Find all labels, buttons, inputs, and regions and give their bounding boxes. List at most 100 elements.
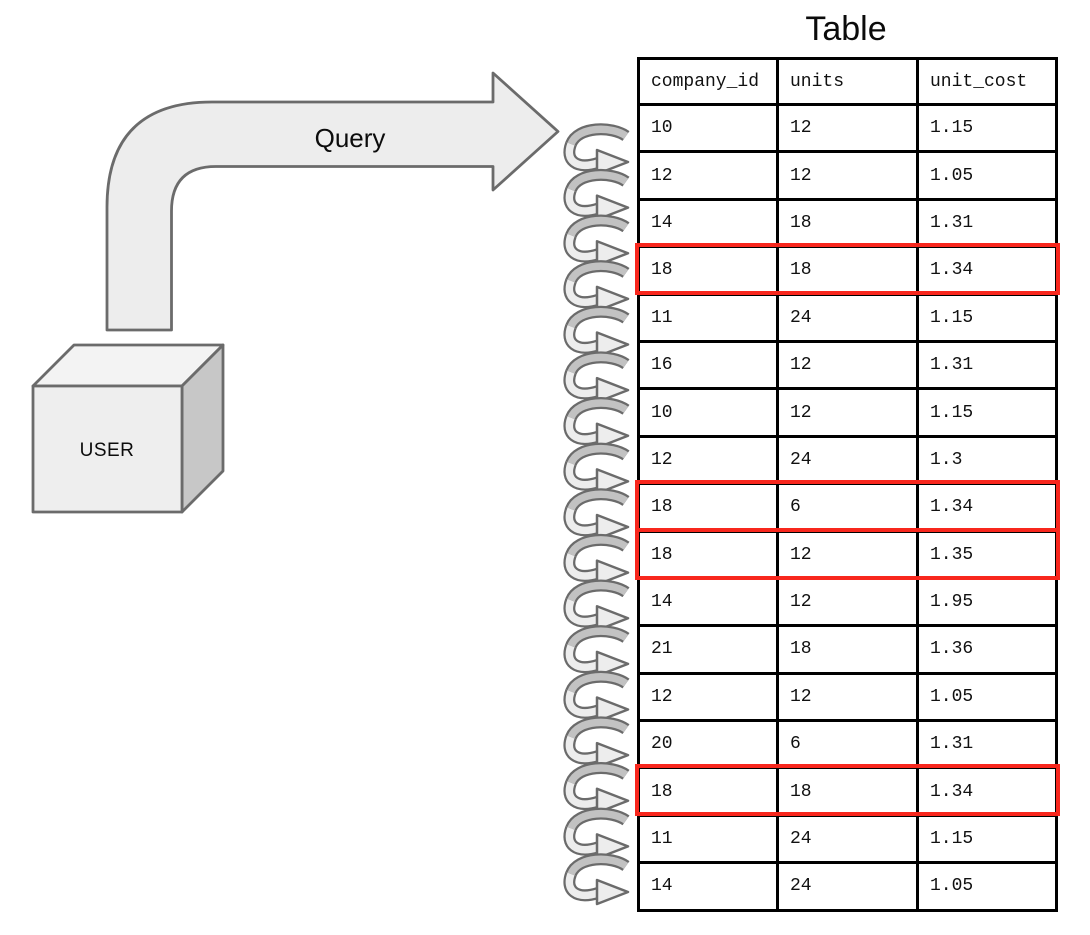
cell-company-id: 12 <box>637 671 779 723</box>
cell-company-id: 16 <box>637 339 779 391</box>
column-header-unit-cost: unit_cost <box>916 57 1058 106</box>
cell-company-id: 20 <box>637 719 779 770</box>
loop-arrow-icon <box>563 625 630 678</box>
table-row: 20 6 1.31 <box>637 719 1058 770</box>
cell-units: 24 <box>776 292 919 343</box>
loop-arrow-icon <box>563 123 630 176</box>
cell-company-id: 14 <box>637 576 779 628</box>
table-row: 18 18 1.34 <box>637 766 1058 817</box>
loop-arrow-icon <box>563 807 630 860</box>
cell-unit-cost: 1.31 <box>916 197 1058 249</box>
cell-units: 18 <box>776 245 919 296</box>
loop-arrow-icon <box>563 351 630 404</box>
data-table: company_id units unit_cost 10 12 1.15 12… <box>637 57 1058 912</box>
user-box-label: USER <box>80 440 135 461</box>
cell-units: 24 <box>776 434 919 486</box>
cell-unit-cost: 1.3 <box>916 434 1058 486</box>
cell-unit-cost: 1.15 <box>916 813 1058 865</box>
table-row: 12 24 1.3 <box>637 434 1058 486</box>
table-header-row: company_id units unit_cost <box>637 57 1058 106</box>
cell-company-id: 18 <box>637 529 779 580</box>
table-row: 18 12 1.35 <box>637 529 1058 580</box>
query-arrow-shape <box>105 71 560 332</box>
table-row: 10 12 1.15 <box>637 102 1058 154</box>
loop-arrow-icon <box>563 214 630 267</box>
cell-units: 6 <box>776 482 919 533</box>
column-header-units: units <box>776 57 919 106</box>
cell-company-id: 10 <box>637 102 779 154</box>
cell-units: 6 <box>776 719 919 770</box>
loop-arrow-icon <box>563 260 630 313</box>
column-header-company-id: company_id <box>637 57 779 106</box>
table-row: 16 12 1.31 <box>637 339 1058 391</box>
query-arrow: Query <box>105 71 560 332</box>
iteration-loops-layer <box>563 123 630 906</box>
loop-arrow-icon <box>563 397 630 449</box>
table-row: 12 12 1.05 <box>637 150 1058 201</box>
table-row: 14 24 1.05 <box>637 861 1058 912</box>
cell-unit-cost: 1.35 <box>916 529 1058 580</box>
cell-company-id: 12 <box>637 434 779 486</box>
cell-unit-cost: 1.31 <box>916 339 1058 391</box>
loop-arrow-icon <box>563 533 630 586</box>
table-row: 10 12 1.15 <box>637 387 1058 438</box>
cell-units: 12 <box>776 671 919 723</box>
cell-unit-cost: 1.05 <box>916 671 1058 723</box>
cell-units: 12 <box>776 339 919 391</box>
cell-company-id: 14 <box>637 861 779 912</box>
cell-units: 12 <box>776 576 919 628</box>
cell-units: 18 <box>776 197 919 249</box>
cell-company-id: 21 <box>637 624 779 675</box>
loop-arrow-icon <box>563 442 630 495</box>
cell-units: 12 <box>776 102 919 154</box>
cell-units: 24 <box>776 813 919 865</box>
cell-units: 18 <box>776 766 919 817</box>
cell-company-id: 14 <box>637 197 779 249</box>
cell-company-id: 18 <box>637 482 779 533</box>
loop-arrow-icon <box>563 168 630 221</box>
cell-company-id: 10 <box>637 387 779 438</box>
table-body: 10 12 1.15 12 12 1.05 14 18 1.31 18 18 1… <box>637 102 1058 912</box>
table-row: 11 24 1.15 <box>637 813 1058 865</box>
query-arrow-label: Query <box>315 123 386 153</box>
cell-company-id: 12 <box>637 150 779 201</box>
cell-unit-cost: 1.95 <box>916 576 1058 628</box>
cell-units: 24 <box>776 861 919 912</box>
cell-units: 18 <box>776 624 919 675</box>
loop-arrow-icon <box>563 488 630 541</box>
loop-arrow-icon <box>563 579 630 632</box>
cell-unit-cost: 1.05 <box>916 150 1058 201</box>
table-title: Table <box>805 10 887 48</box>
cell-unit-cost: 1.15 <box>916 102 1058 154</box>
table-container: Table company_id units unit_cost 10 12 1… <box>635 6 1060 912</box>
table-row: 14 12 1.95 <box>637 576 1058 628</box>
cell-unit-cost: 1.05 <box>916 861 1058 912</box>
table-row: 11 24 1.15 <box>637 292 1058 343</box>
cell-unit-cost: 1.36 <box>916 624 1058 675</box>
cell-unit-cost: 1.34 <box>916 766 1058 817</box>
cell-unit-cost: 1.15 <box>916 292 1058 343</box>
cell-unit-cost: 1.34 <box>916 245 1058 296</box>
cell-unit-cost: 1.15 <box>916 387 1058 438</box>
cell-unit-cost: 1.34 <box>916 482 1058 533</box>
cell-unit-cost: 1.31 <box>916 719 1058 770</box>
loop-arrow-icon <box>563 716 630 769</box>
cell-units: 12 <box>776 387 919 438</box>
cell-units: 12 <box>776 529 919 580</box>
table-row: 21 18 1.36 <box>637 624 1058 675</box>
user-box: USER <box>31 343 225 514</box>
table-row: 18 6 1.34 <box>637 482 1058 533</box>
table-row: 14 18 1.31 <box>637 197 1058 249</box>
cell-company-id: 11 <box>637 292 779 343</box>
loop-arrow-icon <box>563 853 630 906</box>
user-box-front-face <box>31 384 184 514</box>
loop-arrow-icon <box>563 670 630 723</box>
loop-arrow-icon <box>563 762 630 814</box>
cell-units: 12 <box>776 150 919 201</box>
cell-company-id: 18 <box>637 245 779 296</box>
table-row: 18 18 1.34 <box>637 245 1058 296</box>
table-row: 12 12 1.05 <box>637 671 1058 723</box>
cell-company-id: 18 <box>637 766 779 817</box>
